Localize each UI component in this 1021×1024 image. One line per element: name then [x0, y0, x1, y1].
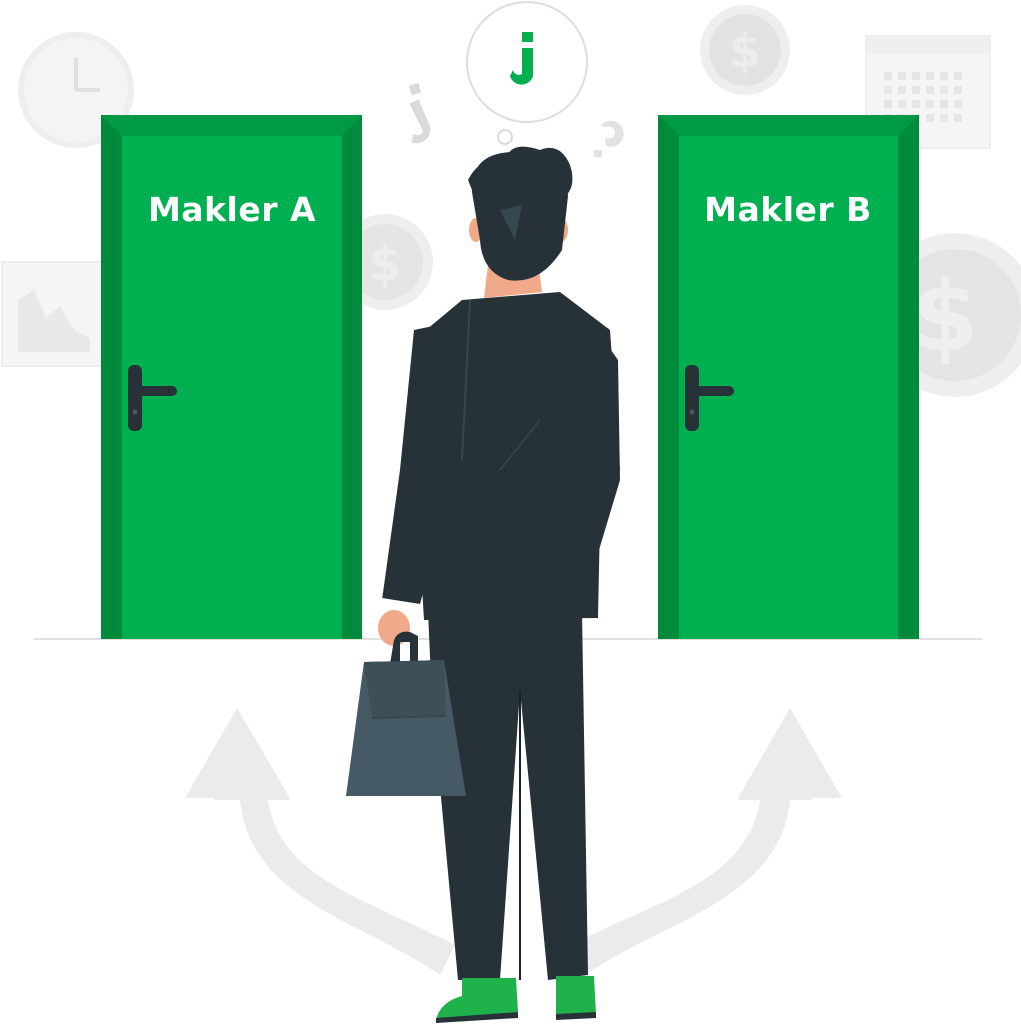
svg-text:$: $ — [912, 261, 979, 373]
question-mark-icon — [510, 32, 533, 85]
door-handle — [128, 365, 177, 431]
dollar-coin-icon: $ — [700, 5, 790, 95]
shoe-right — [556, 976, 596, 1016]
door-label-makler-b: Makler B — [704, 190, 872, 229]
briefcase — [346, 631, 466, 796]
svg-text:$: $ — [729, 24, 761, 78]
chart-icon — [1, 261, 103, 367]
shoe-left — [436, 978, 518, 1020]
door-right — [658, 115, 919, 639]
thought-bubble-icon — [466, 1, 588, 145]
arrow-right-icon — [570, 708, 842, 975]
door-left — [101, 115, 362, 639]
question-mark-icon — [594, 120, 624, 157]
door-handle — [685, 365, 734, 431]
calendar-icon — [865, 35, 991, 149]
businessman — [346, 146, 620, 1023]
arrow-left-icon — [185, 708, 455, 975]
svg-text:$: $ — [368, 236, 401, 292]
question-mark-icon — [408, 82, 431, 144]
door-label-makler-a: Makler A — [147, 190, 317, 229]
